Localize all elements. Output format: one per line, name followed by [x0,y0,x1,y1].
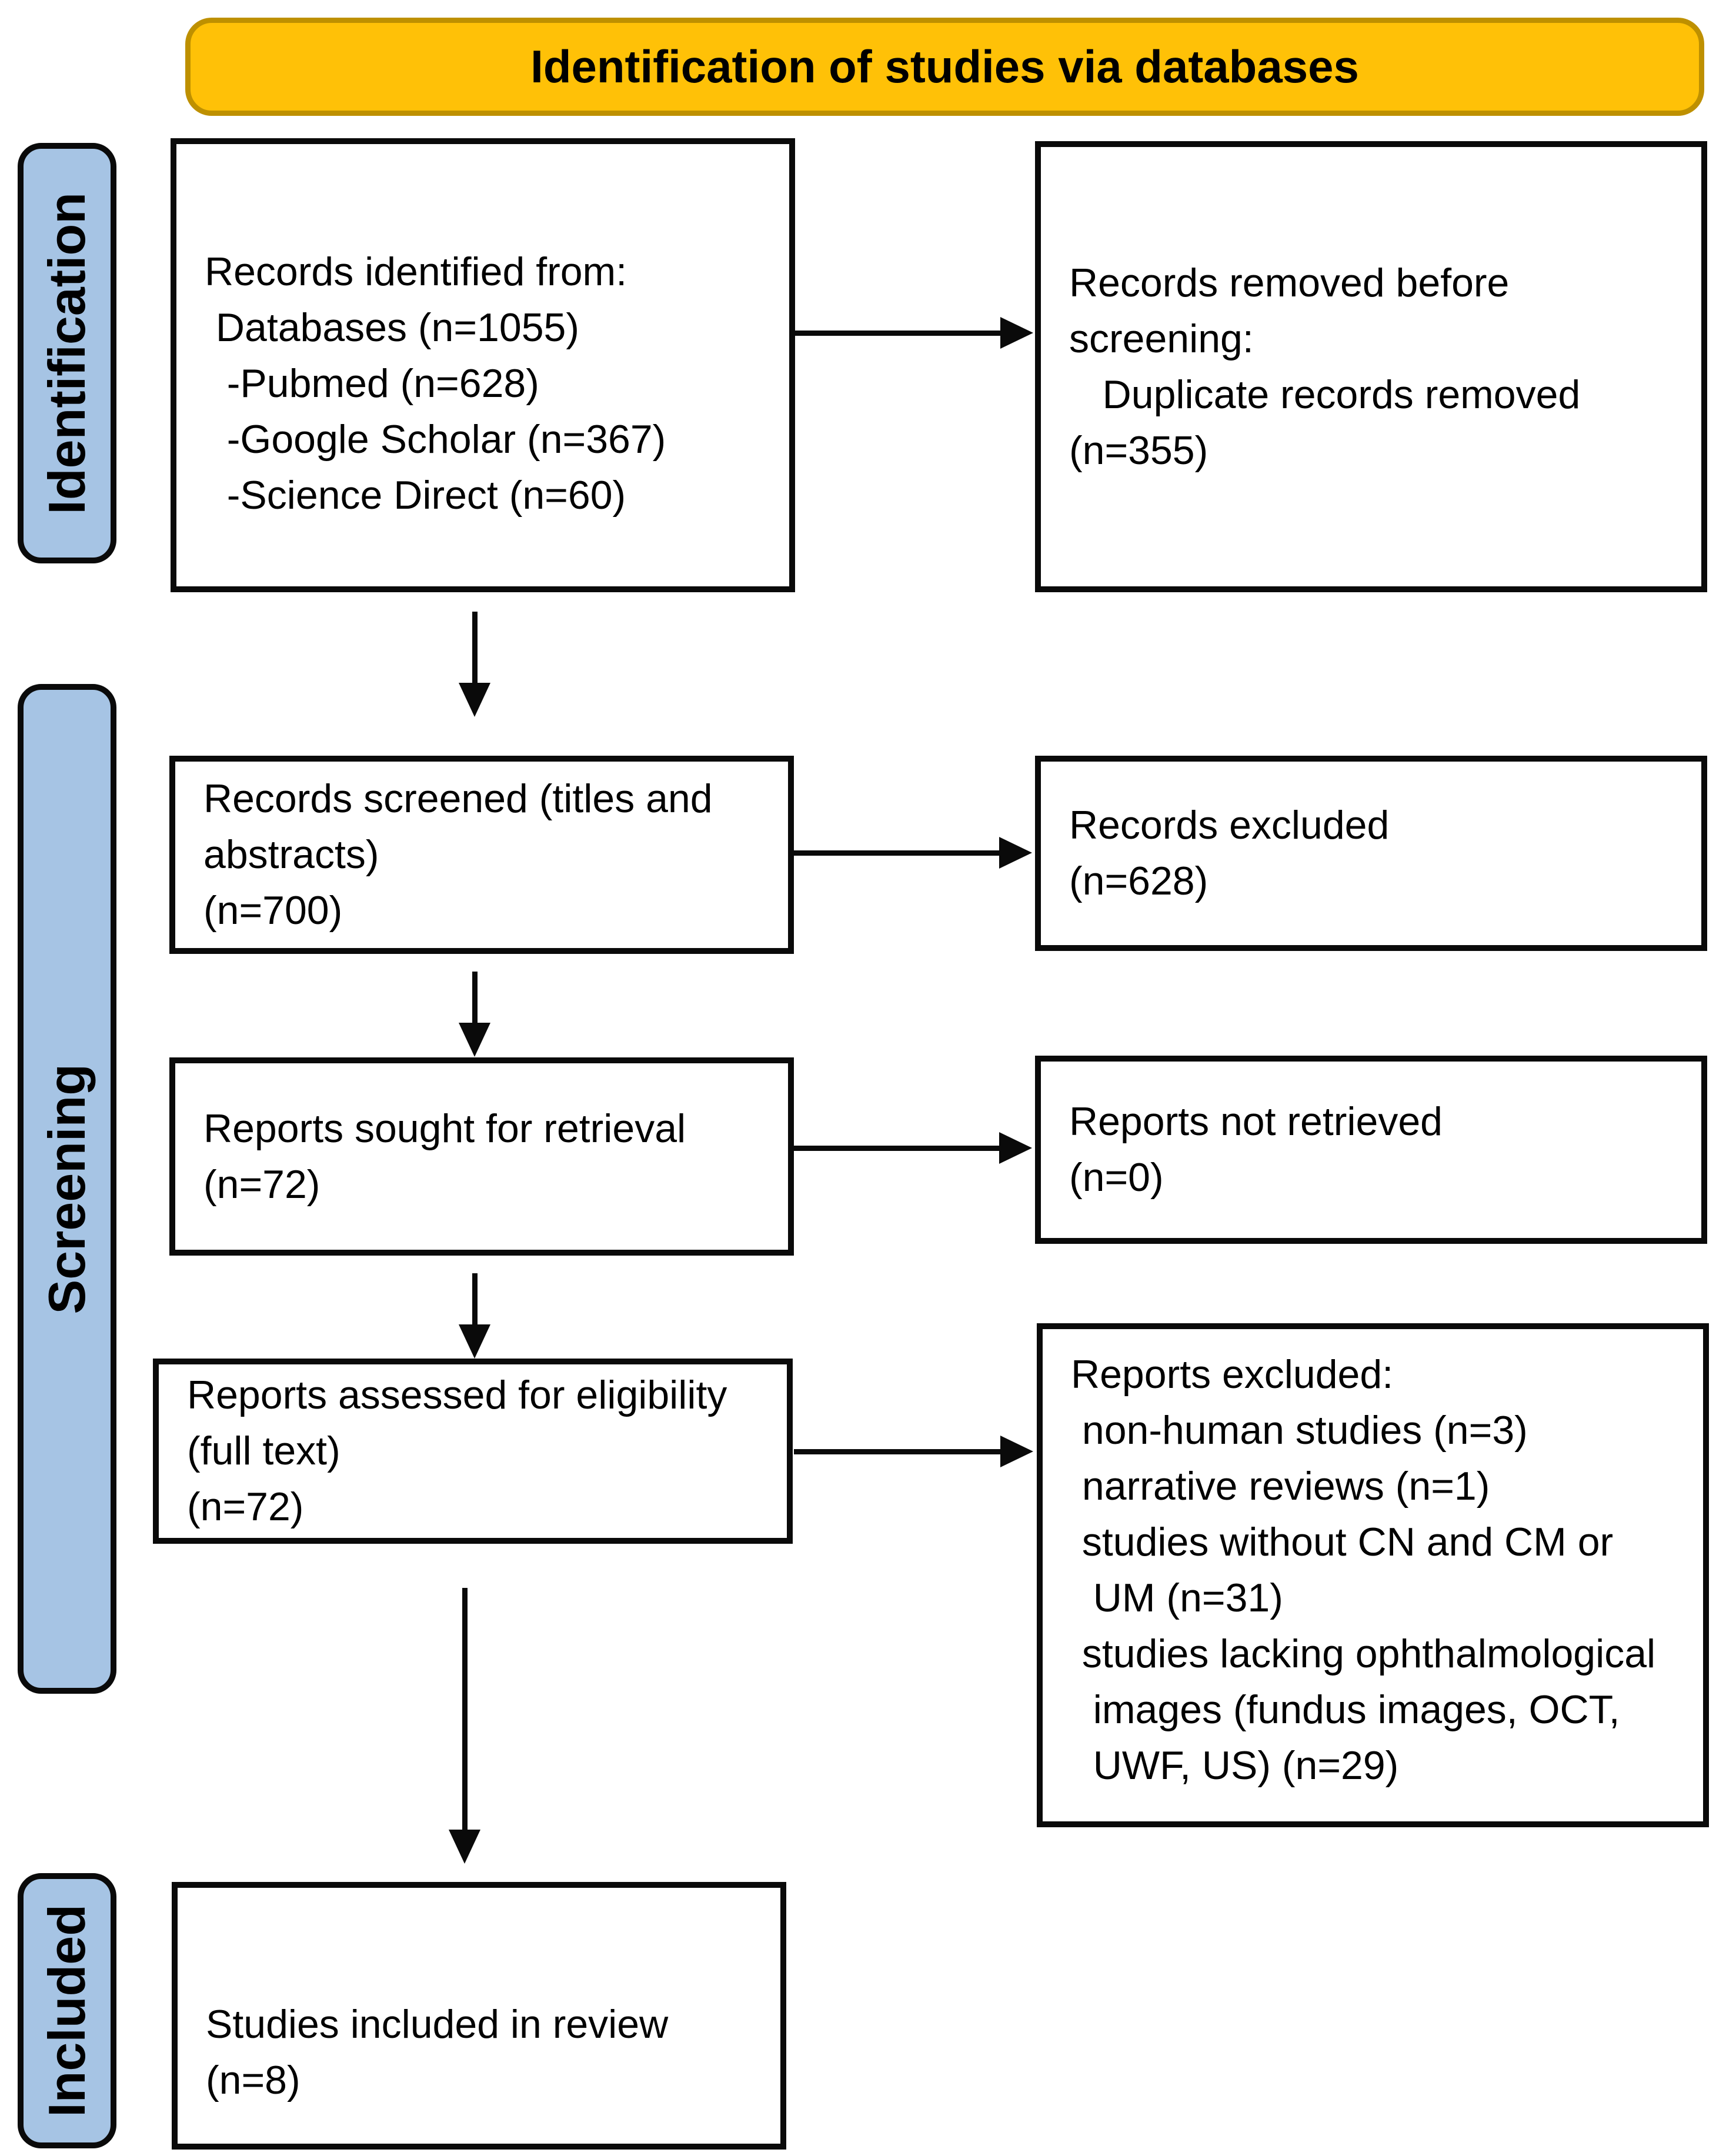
box-reports-sought: Reports sought for retrieval (n=72) [169,1057,794,1256]
arrow-sought-to-assessed [459,1273,490,1359]
box-reports-excluded-text: Reports excluded: non-human studies (n=3… [1071,1352,1656,1788]
box-records-excluded: Records excluded (n=628) [1035,756,1707,951]
box-reports-assessed: Reports assessed for eligibility (full t… [153,1359,793,1544]
box-reports-not-retrieved-text: Reports not retrieved (n=0) [1069,1099,1443,1200]
box-records-excluded-text: Records excluded (n=628) [1069,803,1390,903]
box-studies-included-text: Studies included in review (n=8) [206,2002,669,2102]
box-records-screened: Records screened (titles and abstracts) … [169,756,794,954]
arrow-identified-to-removed [795,317,1033,349]
box-studies-included: Studies included in review (n=8) [172,1882,786,2150]
title-banner: Identification of studies via databases [185,18,1704,116]
box-reports-excluded: Reports excluded: non-human studies (n=3… [1037,1323,1709,1827]
arrow-identified-to-screened [459,612,490,717]
box-reports-assessed-text: Reports assessed for eligibility (full t… [187,1373,727,1529]
arrow-screened-to-sought [459,972,490,1057]
box-records-identified-text: Records identified from: Databases (n=10… [205,249,666,518]
title-banner-label: Identification of studies via databases [530,41,1359,92]
stage-identification-text: Identification [38,192,96,515]
box-records-removed-text: Records removed before screening: Duplic… [1069,260,1581,473]
box-records-identified: Records identified from: Databases (n=10… [171,138,795,592]
arrow-assessed-to-included [449,1588,480,1864]
arrow-screened-to-excluded [794,837,1032,869]
box-records-removed: Records removed before screening: Duplic… [1035,141,1707,592]
box-reports-sought-text: Reports sought for retrieval (n=72) [203,1106,686,1207]
box-records-screened-text: Records screened (titles and abstracts) … [203,776,713,933]
arrow-assessed-to-reports-excluded [794,1436,1033,1467]
stage-screening-text: Screening [38,1063,96,1314]
stage-label-included: Included [18,1873,116,2148]
stage-label-screening: Screening [18,684,116,1694]
stage-label-identification: Identification [18,143,116,563]
box-reports-not-retrieved: Reports not retrieved (n=0) [1035,1056,1707,1244]
stage-included-text: Included [38,1904,96,2117]
arrow-sought-to-not-retrieved [794,1132,1032,1164]
